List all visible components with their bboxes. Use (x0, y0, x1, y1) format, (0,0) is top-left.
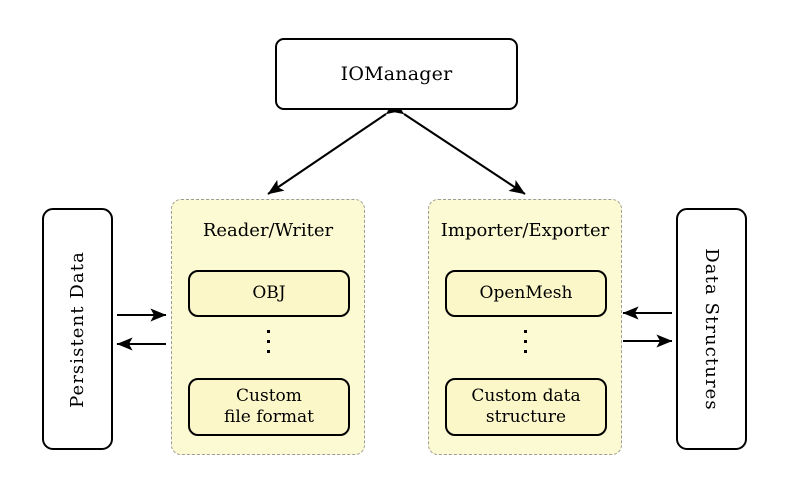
panel-importer-exporter-item-openmesh-label: OpenMesh (479, 283, 573, 304)
panel-reader-writer-title: Reader/Writer (202, 220, 334, 241)
panel-reader-writer-ellipsis-icon (172, 330, 364, 353)
panel-importer-exporter-item-openmesh: OpenMesh (445, 270, 607, 317)
connector-manager-importerexporter (387, 99, 526, 195)
connector-manager-readerwriter (267, 99, 403, 195)
panel-reader-writer-item-obj: OBJ (188, 270, 350, 317)
panel-reader-writer-item-obj-label: OBJ (252, 283, 286, 304)
node-data-structures-label: Data Structures (701, 247, 723, 411)
panel-importer-exporter-title: Importer/Exporter (440, 220, 610, 241)
node-persistent-data-label: Persistent Data (67, 250, 89, 408)
node-persistent-data: Persistent Data (42, 208, 113, 450)
panel-importer-exporter-ellipsis-icon (429, 330, 621, 353)
node-data-structures: Data Structures (676, 208, 747, 450)
node-iomanager-label: IOManager (340, 63, 453, 85)
node-iomanager: IOManager (275, 38, 518, 110)
